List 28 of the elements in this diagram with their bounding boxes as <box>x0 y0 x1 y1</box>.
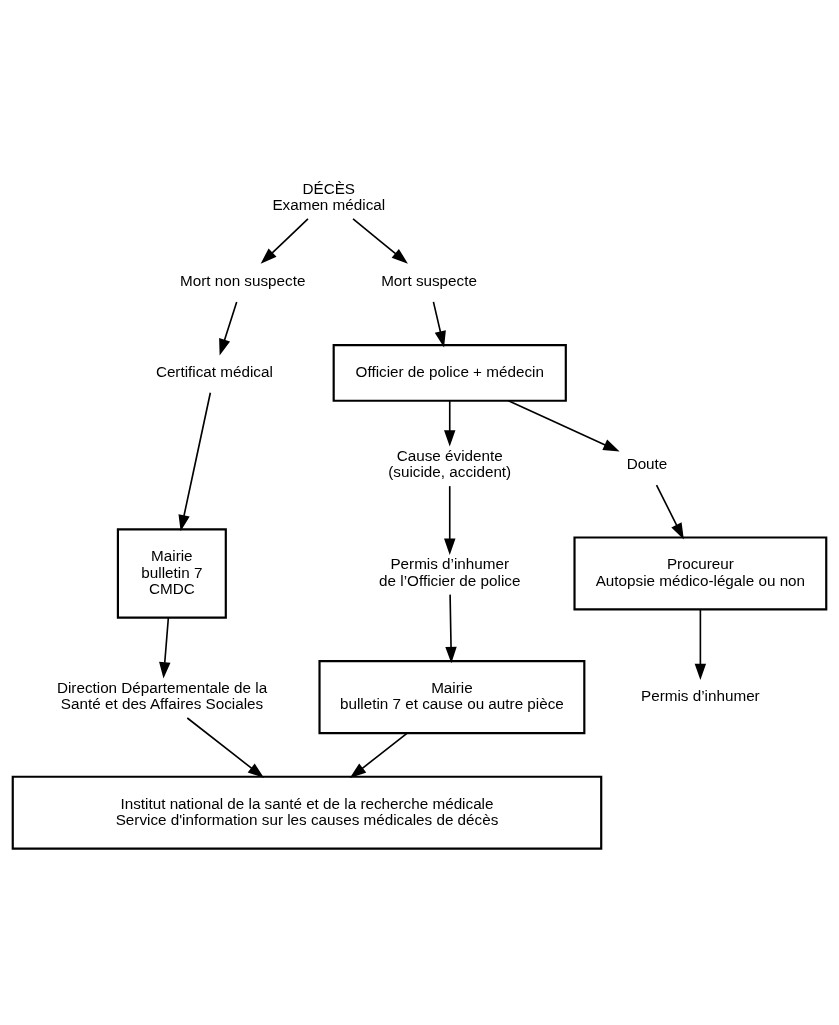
node-box: Mairie bulletin 7 et cause ou autre pièce <box>318 659 586 734</box>
arrow <box>694 608 707 680</box>
node-box: Mairie bulletin 7 CMDC <box>116 527 227 619</box>
arrow <box>352 217 408 264</box>
node-text: Mort non suspecte <box>179 271 306 289</box>
arrow <box>655 483 684 539</box>
node-box: Institut national de la santé et de la recherche médicale Service d'information sur les causes médicales de décès <box>11 775 603 850</box>
arrow <box>444 484 456 555</box>
arrow <box>260 217 309 264</box>
node-text: DÉCÈS Examen médical <box>272 179 386 213</box>
node-box: Procureur Autopsie médico-légale ou non <box>573 535 828 611</box>
arrow <box>159 616 171 679</box>
node-text: Permis d’inhumer de l’Officier de police <box>379 554 521 589</box>
node-box: Officier de police + médecin <box>332 343 567 402</box>
arrow <box>178 391 212 531</box>
arrow <box>445 593 457 663</box>
arrow <box>219 300 238 355</box>
arrow <box>432 300 446 347</box>
node-text: Mort suspecte <box>381 271 477 289</box>
arrow <box>349 731 409 778</box>
arrow <box>507 399 620 451</box>
node-text: Direction Départementale de la Santé et des Affaires Sociales <box>56 678 268 712</box>
node-text: Cause évidente (suicide, accident) <box>388 446 512 480</box>
node-text: Certificat médical <box>155 362 273 380</box>
node-text: Permis d’inhumer <box>641 686 760 704</box>
arrow <box>186 716 265 778</box>
arrow <box>444 399 456 447</box>
node-text: Doute <box>626 454 668 472</box>
